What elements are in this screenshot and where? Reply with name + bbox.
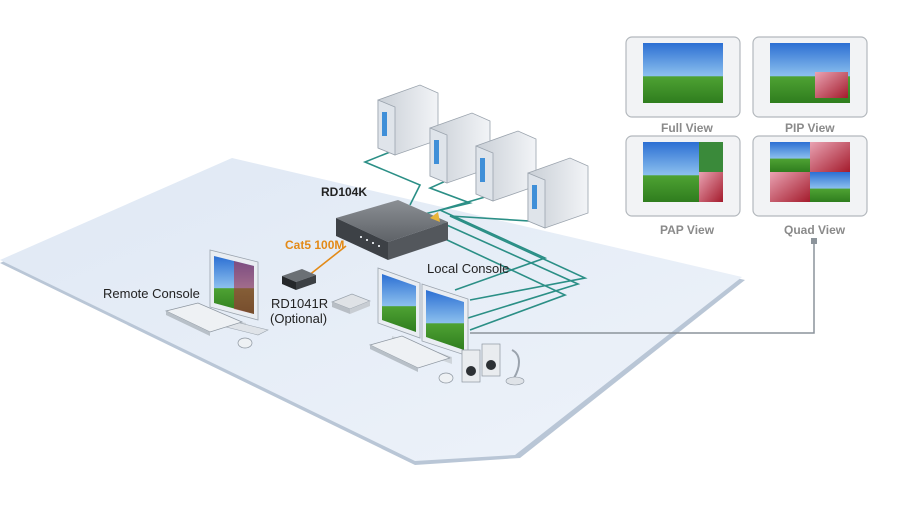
view-output-link <box>470 242 815 334</box>
local-console-keyboard <box>369 335 451 372</box>
usb-hub <box>331 293 371 314</box>
view-label-full: Full View <box>661 121 713 135</box>
remote-console-label: Remote Console <box>103 286 200 301</box>
remote-console-keyboard <box>164 302 244 336</box>
cat5-cable <box>307 245 347 277</box>
server-4 <box>527 157 589 229</box>
pap-view-monitor <box>625 135 741 217</box>
server-connection-lines <box>362 149 588 331</box>
view-label-quad: Quad View <box>784 223 846 237</box>
floor-platform <box>0 158 745 465</box>
speakers <box>461 343 501 383</box>
view-link-endpoint <box>811 238 817 244</box>
view-label-pip: PIP View <box>785 121 835 135</box>
kvm-switch-rd104k <box>336 200 448 260</box>
local-console-mouse <box>438 372 454 384</box>
device-label: RD104K <box>321 185 368 199</box>
remote-console-monitor <box>209 249 269 336</box>
server-3 <box>475 130 537 202</box>
receiver-model-label: RD1041R <box>271 296 329 311</box>
full-view-monitor <box>625 36 741 118</box>
quad-view-monitor <box>752 135 868 217</box>
local-console-monitor-right <box>421 283 469 364</box>
cable-label: Cat5 100M <box>285 238 345 252</box>
local-console-label: Local Console <box>427 261 510 276</box>
receiver-rd1041r <box>282 269 316 290</box>
microphone-icon <box>505 349 525 386</box>
view-label-pap: PAP View <box>660 223 715 237</box>
remote-console-mouse <box>237 337 253 349</box>
pip-view-monitor <box>752 36 868 118</box>
server-2 <box>429 112 491 184</box>
server-1 <box>377 84 439 156</box>
receiver-note-label: (Optional) <box>270 311 328 326</box>
